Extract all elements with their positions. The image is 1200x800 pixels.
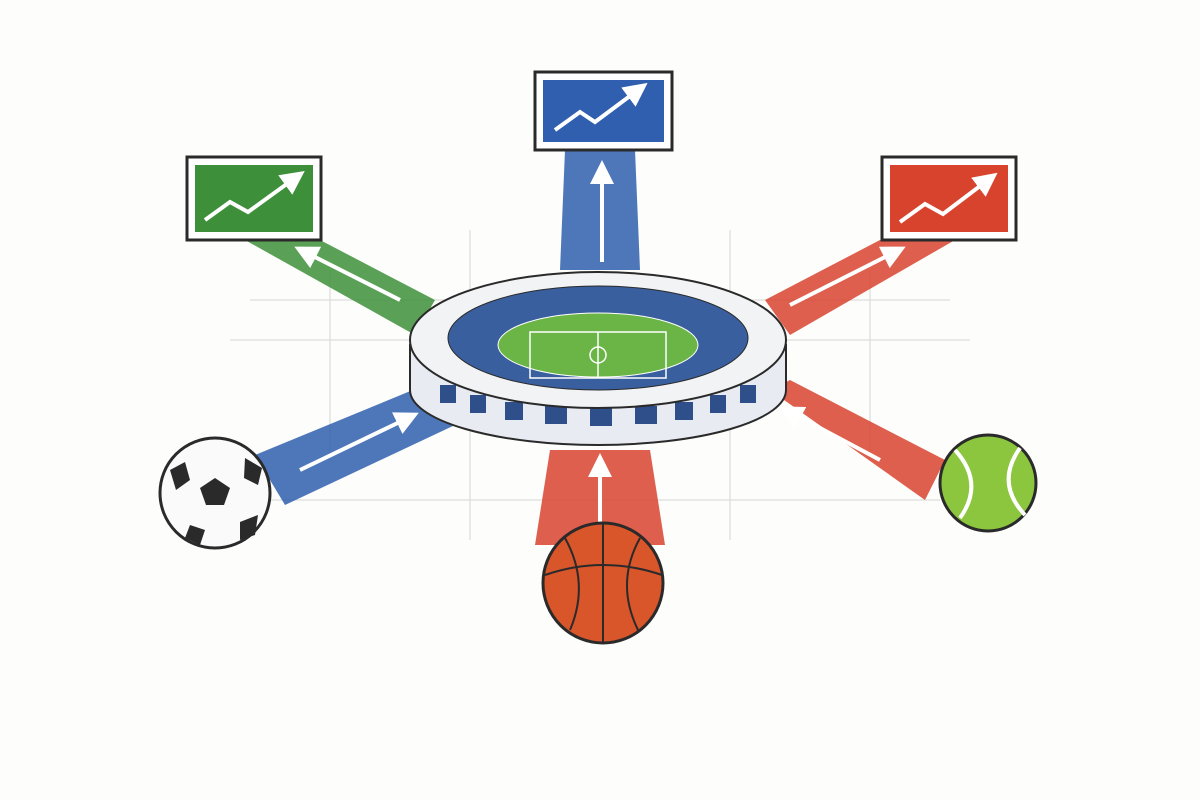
trend-up-arrow-icon bbox=[898, 172, 998, 224]
path-red-lower-right bbox=[770, 380, 945, 500]
path-red-bottom bbox=[535, 450, 665, 545]
arrow-icon bbox=[789, 246, 906, 307]
red-trend-board bbox=[880, 155, 1018, 242]
tennis-ball-icon bbox=[938, 433, 1038, 533]
basketball-icon bbox=[541, 521, 665, 645]
trend-up-arrow-icon bbox=[553, 82, 648, 132]
path-red-right bbox=[765, 240, 955, 335]
green-trend-board bbox=[185, 155, 323, 242]
path-blue-top bbox=[560, 150, 640, 270]
trend-up-arrow-icon bbox=[203, 170, 305, 222]
path-blue-left bbox=[255, 385, 455, 505]
path-green bbox=[245, 240, 435, 335]
arrow-icon bbox=[299, 412, 419, 472]
stadium-icon bbox=[409, 271, 787, 446]
soccer-ball-icon bbox=[158, 436, 272, 550]
blue-trend-board bbox=[533, 70, 674, 152]
arrow-icon bbox=[294, 246, 401, 302]
arrow-icon bbox=[779, 406, 881, 462]
